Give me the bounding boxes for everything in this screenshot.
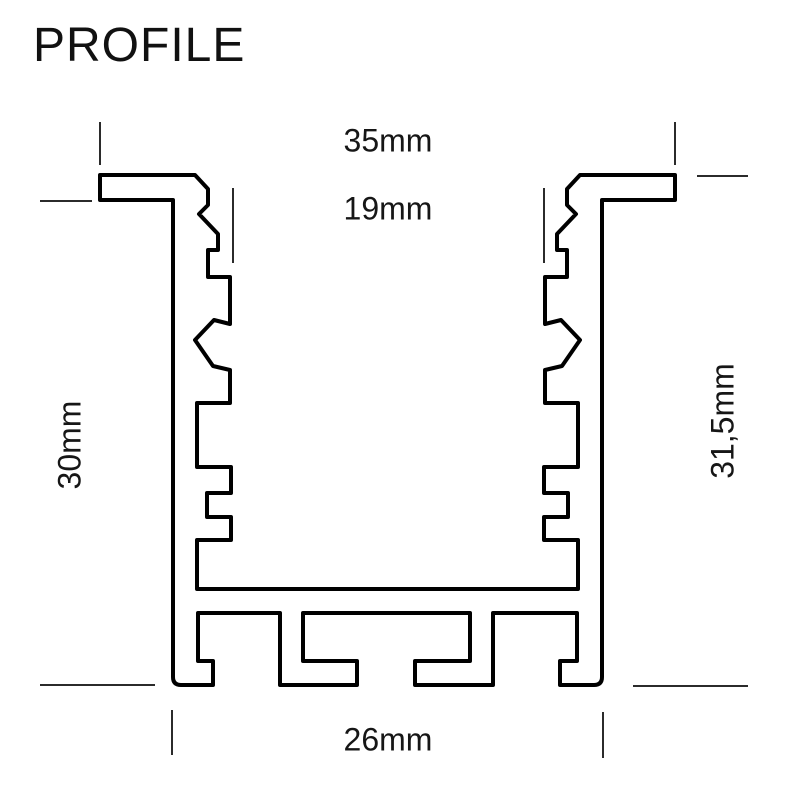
dim-label-top-width: 35mm: [343, 122, 433, 159]
dimension-lines: [40, 122, 748, 758]
dim-label-right-height: 31,5mm: [704, 363, 741, 479]
page-title: PROFILE: [33, 19, 246, 72]
dim-label-inner-width: 19mm: [343, 190, 433, 227]
dim-label-left-height: 30mm: [51, 400, 88, 490]
profile-outline: [98, 173, 677, 687]
dim-label-bottom-width: 26mm: [343, 721, 433, 758]
